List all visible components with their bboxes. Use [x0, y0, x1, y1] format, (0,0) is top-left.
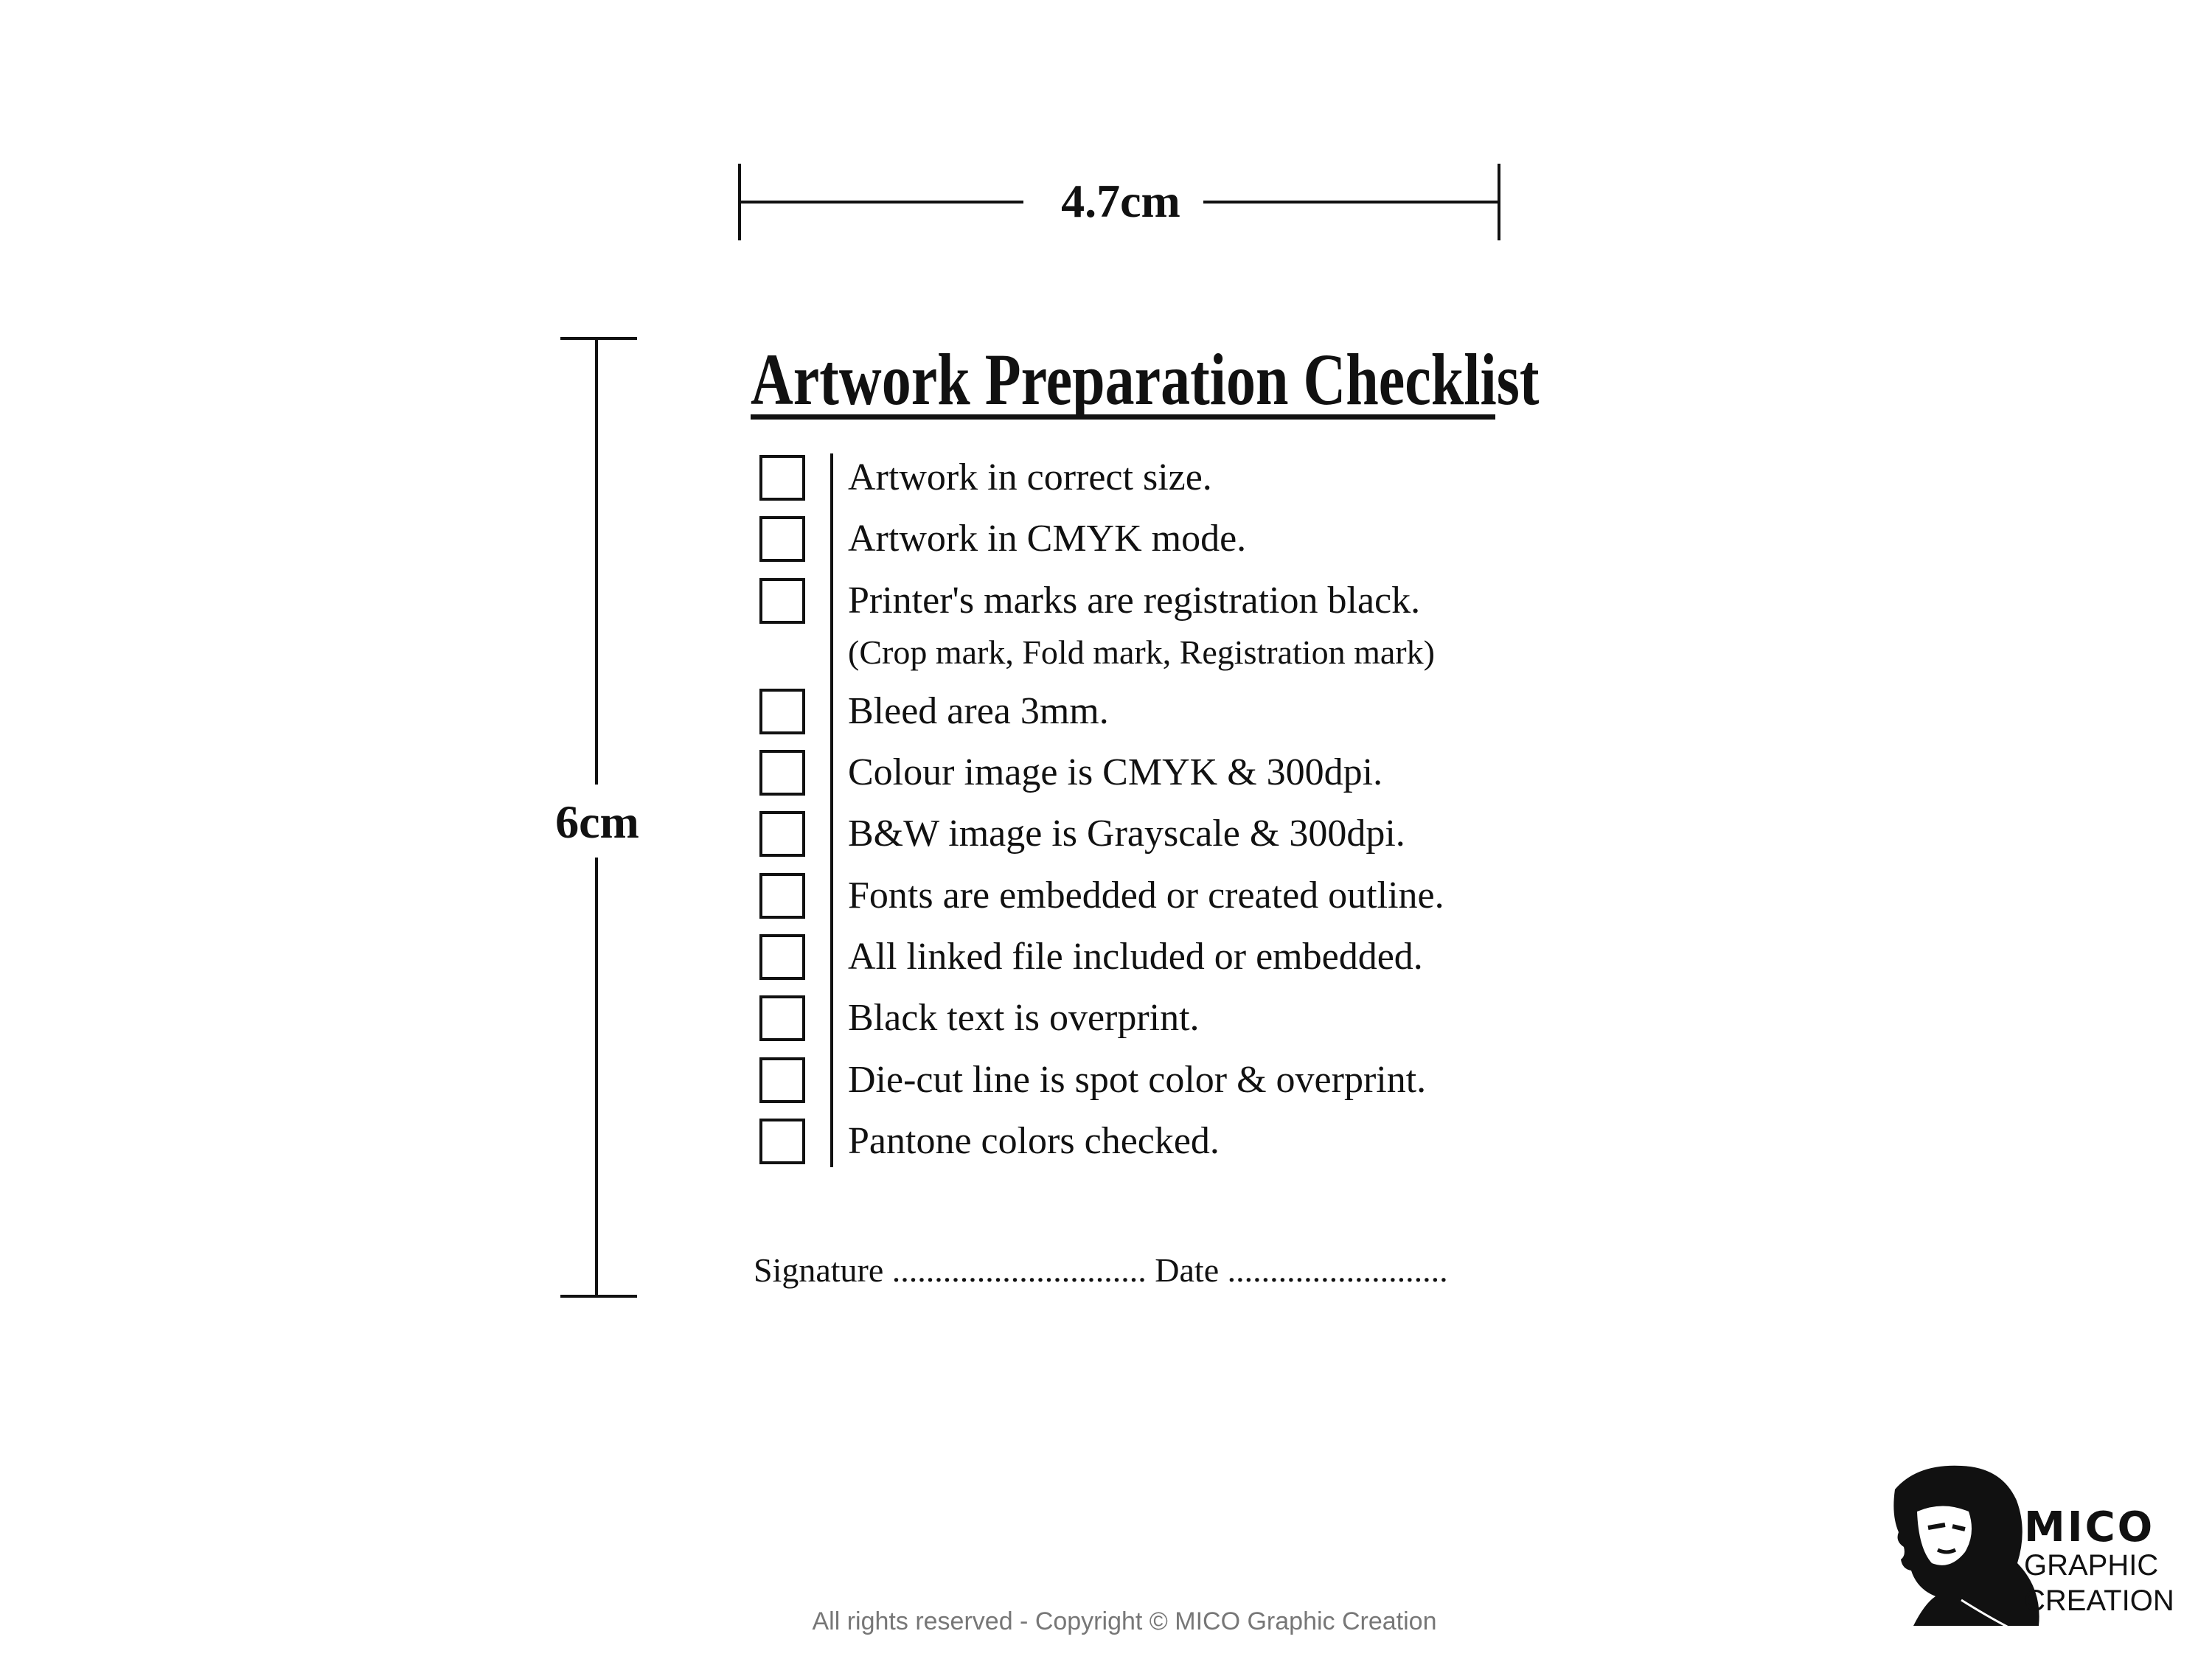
height-dimension-label: 6cm — [555, 796, 639, 848]
checklist-item: Die-cut line is spot color & overprint. — [848, 1059, 1427, 1101]
checklist-item: Black text is overprint. — [848, 997, 1200, 1039]
checklist-item: Pantone colors checked. — [848, 1120, 1220, 1162]
width-dimension-line-right — [1203, 201, 1499, 204]
checklist-item: B&W image is Grayscale & 300dpi. — [848, 813, 1405, 855]
width-dimension-line-left — [740, 201, 1023, 204]
portrait-silhouette-icon — [1893, 1465, 2039, 1631]
width-dimension-right-tick — [1498, 164, 1500, 240]
checkbox-2[interactable] — [759, 516, 805, 562]
checkbox-1[interactable] — [759, 455, 805, 501]
checklist-item: Artwork in CMYK mode. — [848, 518, 1247, 560]
checklist-item: Printer's marks are registration black. — [848, 580, 1421, 622]
logo-line-2: CREATION — [2024, 1585, 2174, 1617]
height-dimension-line-top — [595, 338, 598, 785]
checkbox-11[interactable] — [759, 1119, 805, 1164]
checklist-item: Fonts are embedded or created outline. — [848, 874, 1444, 917]
checkbox-4[interactable] — [759, 689, 805, 734]
checklist-item: Bleed area 3mm. — [848, 690, 1109, 732]
logo-line-1: GRAPHIC — [2024, 1549, 2159, 1582]
width-dimension-label: 4.7cm — [1061, 175, 1180, 227]
checklist-item-note: (Crop mark, Fold mark, Registration mark… — [848, 633, 1435, 671]
checkbox-5[interactable] — [759, 750, 805, 796]
signature-date-line: Signature ..............................… — [754, 1251, 1448, 1289]
checklist-item: Colour image is CMYK & 300dpi. — [848, 751, 1383, 793]
height-dimension-line-bottom — [595, 858, 598, 1296]
checkbox-7[interactable] — [759, 873, 805, 919]
checkbox-9[interactable] — [759, 995, 805, 1041]
copyright-notice: All rights reserved - Copyright © MICO G… — [812, 1607, 1437, 1635]
checklist-item: All linked file included or embedded. — [848, 936, 1423, 978]
checklist-title: Artwork Preparation Checklist — [751, 338, 1540, 420]
checkbox-10[interactable] — [759, 1057, 805, 1103]
checkbox-3[interactable] — [759, 578, 805, 624]
height-dimension-bottom-tick — [560, 1295, 637, 1298]
checklist-divider — [830, 453, 833, 1167]
height-dimension-top-tick — [560, 337, 637, 340]
checklist-item: Artwork in correct size. — [848, 456, 1212, 498]
checkbox-6[interactable] — [759, 811, 805, 857]
title-underline — [751, 414, 1495, 420]
checkbox-8[interactable] — [759, 934, 805, 980]
logo-wordmark: MICO — [2024, 1503, 2155, 1551]
